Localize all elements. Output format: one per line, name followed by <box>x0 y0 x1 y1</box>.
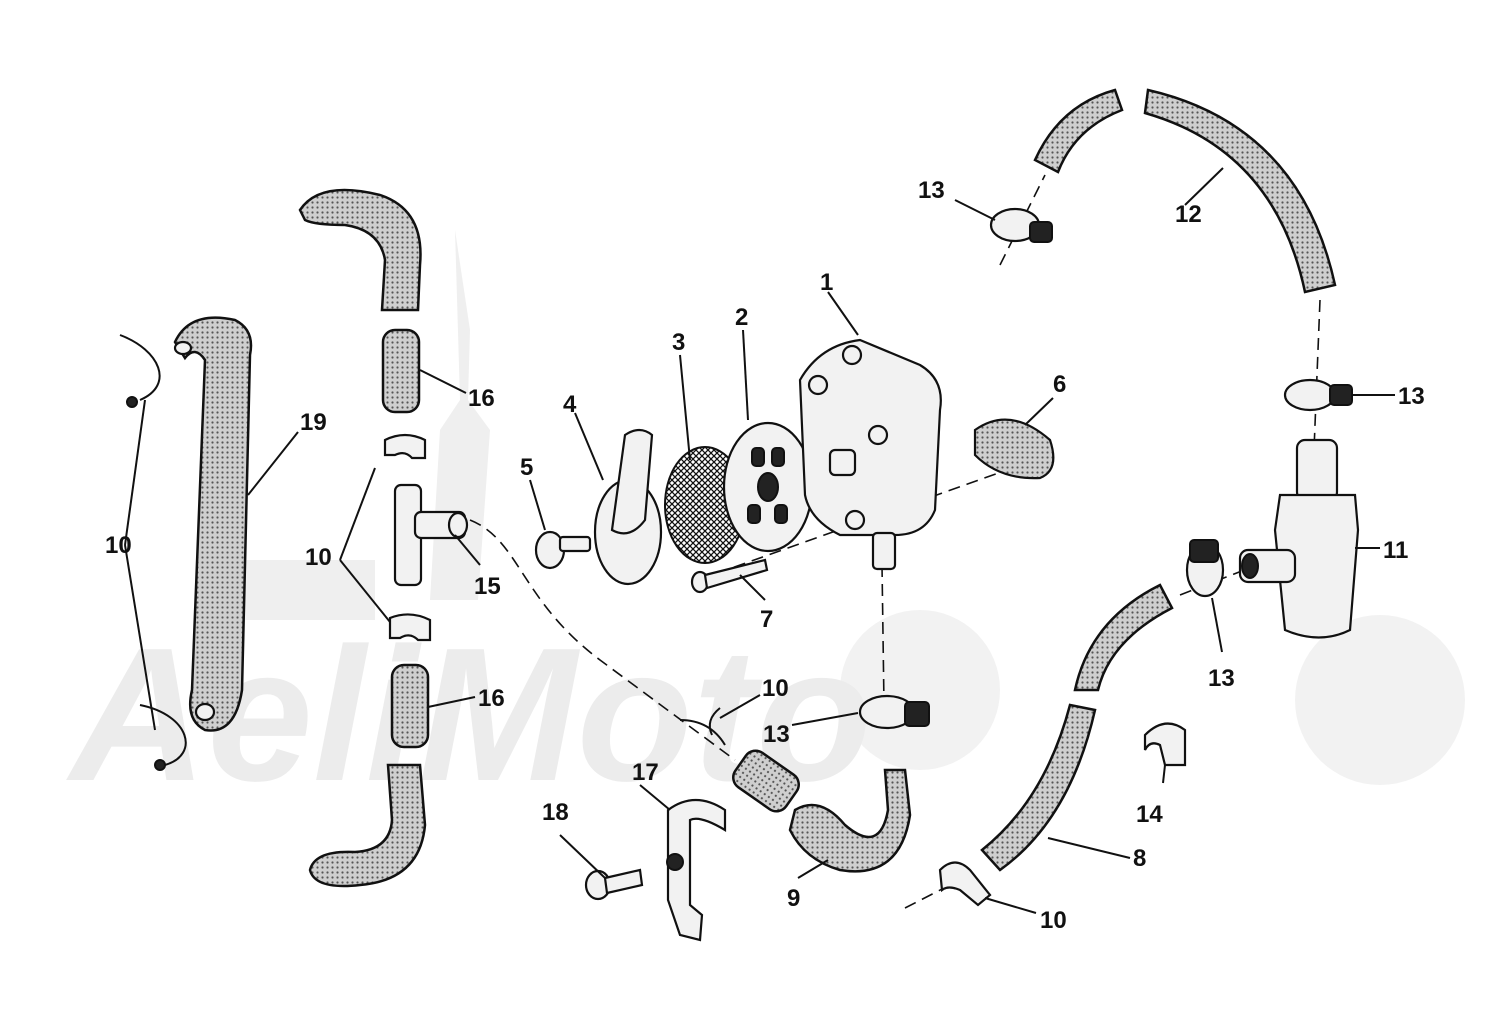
hose-16-upper <box>381 328 421 414</box>
clip-10-upper-tee <box>383 433 427 460</box>
clip-10-middle <box>679 707 726 746</box>
screw-7 <box>690 558 769 594</box>
clamp-13-mid <box>1185 539 1225 598</box>
label-15: 15 <box>474 573 501 600</box>
hose-elbow-bottom <box>308 763 427 888</box>
hose-12-long <box>1143 88 1337 294</box>
label-7: 7 <box>760 606 773 633</box>
clamp-13-right <box>1283 378 1353 412</box>
label-14: 14 <box>1136 801 1163 828</box>
label-1: 1 <box>820 269 833 296</box>
hose-19-end-bottom <box>194 702 216 722</box>
hose-8-lower <box>980 703 1097 872</box>
label-13-right: 13 <box>1398 383 1425 410</box>
clip-10-bottom <box>938 861 992 907</box>
hose-connector-9 <box>732 749 800 813</box>
label-10-middle: 10 <box>762 675 789 702</box>
label-17: 17 <box>632 759 659 786</box>
label-5: 5 <box>520 454 533 481</box>
hose-elbow-top <box>298 188 422 312</box>
label-12: 12 <box>1175 201 1202 228</box>
bracket-17 <box>666 799 727 942</box>
cover-4 <box>593 428 663 586</box>
hose-8-upper <box>1073 583 1174 692</box>
hose-12-short <box>1033 88 1124 174</box>
clip-10-lower <box>139 704 187 771</box>
label-19: 19 <box>300 409 327 436</box>
clip-14 <box>1143 722 1187 767</box>
screw-18 <box>584 868 644 901</box>
label-13-low: 13 <box>763 721 790 748</box>
clip-10-upper <box>119 334 161 408</box>
screw-5 <box>534 530 592 570</box>
hose-16-lower <box>390 663 430 749</box>
label-16-upper: 16 <box>468 385 495 412</box>
tee-fitting-15 <box>393 483 469 587</box>
hose-9 <box>788 768 912 873</box>
clamp-13-top <box>989 207 1053 243</box>
clamp-13-low <box>858 694 930 730</box>
label-4: 4 <box>563 391 577 418</box>
label-6: 6 <box>1053 371 1066 398</box>
label-10-left: 10 <box>105 532 132 559</box>
label-10-bottom: 10 <box>1040 907 1067 934</box>
label-16-lower: 16 <box>478 685 505 712</box>
label-2: 2 <box>735 304 748 331</box>
hose-19 <box>173 316 253 732</box>
label-8: 8 <box>1133 845 1146 872</box>
label-11: 11 <box>1383 537 1408 564</box>
label-10-tee: 10 <box>305 544 332 571</box>
gasket-6 <box>973 418 1055 480</box>
hose-19-end-top <box>173 340 193 356</box>
label-13-top: 13 <box>918 177 945 204</box>
clip-10-lower-tee <box>388 613 432 642</box>
label-18: 18 <box>542 799 569 826</box>
filter-11 <box>1238 438 1360 639</box>
label-3: 3 <box>672 329 685 356</box>
label-9: 9 <box>787 885 800 912</box>
label-13-mid: 13 <box>1208 665 1235 692</box>
leader-lines <box>124 167 1395 914</box>
pump-body-1 <box>798 338 942 571</box>
bracket-17-hole <box>666 853 684 871</box>
part-labels: 1 2 3 4 5 6 7 8 9 10 10 10 10 11 12 13 1… <box>105 177 1425 934</box>
plate-2 <box>722 421 814 553</box>
